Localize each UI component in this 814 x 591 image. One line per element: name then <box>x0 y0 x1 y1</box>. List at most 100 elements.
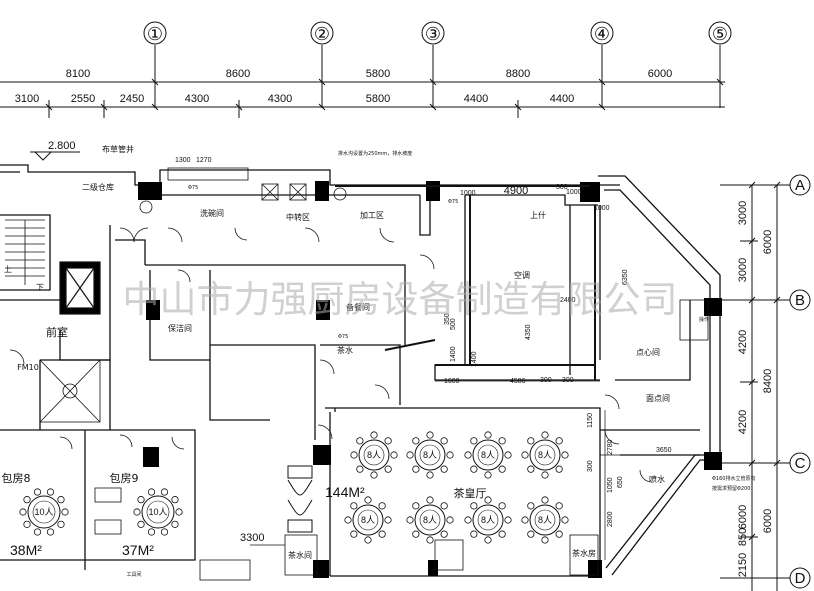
chair <box>406 451 414 459</box>
dim-3300: 3300 <box>240 532 264 544</box>
hall-round-table: 8人 <box>350 431 398 479</box>
table-top <box>529 439 561 471</box>
chair <box>464 516 472 524</box>
table-capacity: 8人 <box>423 450 437 460</box>
level-value: 2.800 <box>48 140 76 152</box>
axis-label-a: A <box>795 177 805 194</box>
table-top <box>27 495 61 529</box>
chair <box>384 437 392 445</box>
chair <box>344 516 352 524</box>
chair <box>61 508 69 516</box>
table-top <box>529 504 561 536</box>
dim-3650: 3650 <box>656 447 672 454</box>
label-dessert: 点心间 <box>636 348 660 357</box>
label-workbench: 操作 <box>699 316 709 323</box>
dim-1400b: 1400 <box>471 351 478 367</box>
label-noodle: 面点间 <box>646 394 670 403</box>
chair <box>171 520 179 528</box>
table-inner-ring <box>146 500 170 524</box>
table-top <box>358 439 390 471</box>
note-drain: 排水沟设置为250mm，排水坡度 <box>338 150 412 157</box>
dim-650: 650 <box>617 476 624 488</box>
label-transfer: 中转区 <box>286 212 310 222</box>
chair <box>470 437 478 445</box>
chair <box>555 465 563 473</box>
dim-4350: 4350 <box>525 324 532 340</box>
chair <box>412 465 420 473</box>
dim-inner-3: 2450 <box>120 93 144 105</box>
table-capacity: 8人 <box>481 450 495 460</box>
chair <box>46 528 55 536</box>
label-up: 上 <box>4 265 12 274</box>
dim-1000b: 1000 <box>566 189 582 196</box>
chair <box>440 437 448 445</box>
table-inner-ring <box>419 509 441 531</box>
chair <box>504 516 512 524</box>
table-capacity: 8人 <box>538 515 552 525</box>
interior-dim-lines <box>250 194 700 560</box>
table-inner-ring <box>477 509 499 531</box>
chair <box>561 451 569 459</box>
chair <box>175 508 183 516</box>
axis-label-2: ② <box>314 24 330 44</box>
label-tea-room: 茶水房 <box>572 548 596 558</box>
chair <box>412 502 420 510</box>
dim-1300: 1300 <box>175 157 191 164</box>
label-tea-water: 茶水 <box>337 345 353 355</box>
axis-label-3: ③ <box>425 24 441 44</box>
dim-300b: 300 <box>540 377 552 384</box>
table-inner-ring <box>32 500 56 524</box>
dim-1000a: 1000 <box>460 190 476 197</box>
chair <box>406 516 414 524</box>
level-marker <box>30 151 80 161</box>
chair <box>561 516 569 524</box>
table-capacity: 10人 <box>148 507 167 517</box>
axis-label-4: ④ <box>594 24 610 44</box>
chair <box>171 496 179 504</box>
table-top <box>414 504 446 536</box>
dim-300a: 300 <box>556 184 568 191</box>
hall-round-table: 8人 <box>344 496 392 544</box>
dim-inner-2: 2550 <box>71 93 95 105</box>
chair <box>378 530 386 538</box>
chair <box>426 496 434 504</box>
chair <box>426 471 434 479</box>
table-top <box>141 495 175 529</box>
label-dish: 洗碗间 <box>200 208 224 218</box>
label-fm: FM10 <box>17 363 39 372</box>
dim-right-850: 850 <box>737 528 749 546</box>
chair <box>412 530 420 538</box>
chair <box>133 508 141 516</box>
dim-outer-1: 8100 <box>66 68 90 80</box>
dim-outer-2: 8600 <box>226 68 250 80</box>
chair <box>23 520 31 528</box>
dim-350: 350 <box>444 313 451 325</box>
dim-outer-4: 8800 <box>506 68 530 80</box>
chair <box>384 516 392 524</box>
chair <box>527 530 535 538</box>
table-capacity: 8人 <box>423 515 437 525</box>
hall-round-table: 8人 <box>521 496 569 544</box>
area-room9: 37M² <box>122 542 154 558</box>
chair <box>19 508 27 516</box>
dim-300-vertical: 300 <box>587 460 594 472</box>
table-capacity: 8人 <box>481 515 495 525</box>
table-inner-ring <box>477 444 499 466</box>
table-inner-ring <box>363 444 385 466</box>
hall-round-table: 8人 <box>464 431 512 479</box>
label-storage: 二级仓库 <box>82 182 114 192</box>
table-inner-ring <box>534 509 556 531</box>
chair <box>350 530 358 538</box>
dim-right-4: 4200 <box>737 410 749 434</box>
chair <box>527 437 535 445</box>
chair <box>470 530 478 538</box>
table-capacity: 8人 <box>361 515 375 525</box>
note-right-2: 按需求预留Φ200 <box>712 485 750 492</box>
dim-2800: 2800 <box>607 511 614 527</box>
dim-outer-3: 5800 <box>366 68 390 80</box>
right-axis-group <box>720 174 811 591</box>
chair <box>370 471 378 479</box>
label-water: 喷水 <box>649 474 665 484</box>
hall-round-table: 8人 <box>464 496 512 544</box>
